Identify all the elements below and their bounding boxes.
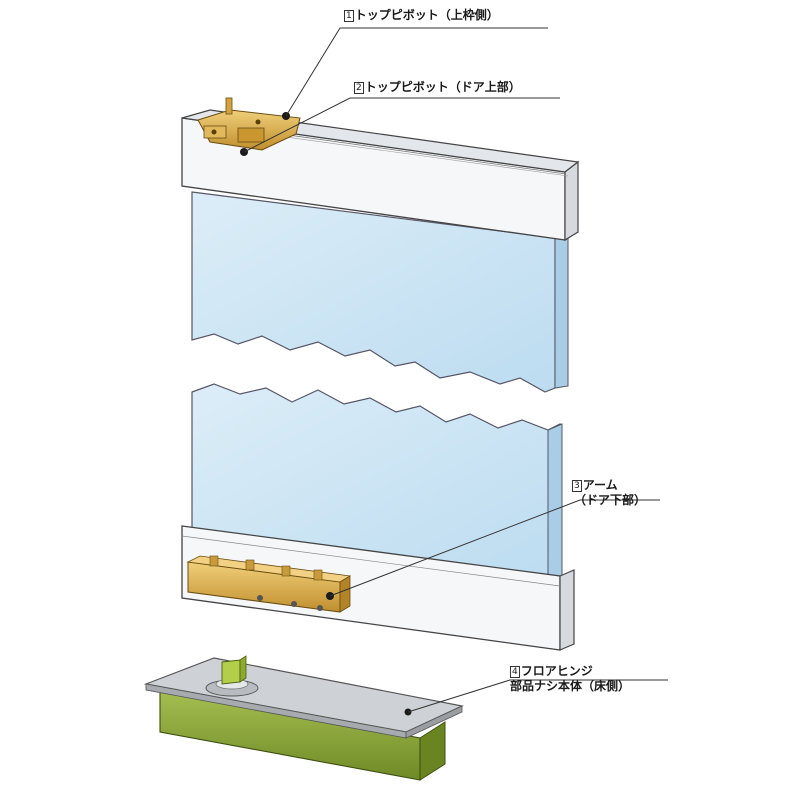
lower-glass-panel (191, 383, 561, 581)
callout-subtext: 部品ナシ本体（床側） (510, 679, 631, 693)
upper-glass-panel (191, 191, 556, 393)
upper-door-section (181, 109, 580, 393)
lower-door-section (181, 383, 575, 651)
callout-number: 1 (344, 10, 354, 22)
arm-assembly (186, 555, 352, 613)
callout-number: 3 (572, 480, 582, 492)
leader-line-4 (407, 679, 668, 713)
callout-number: 2 (354, 82, 364, 94)
callout-text: アーム (582, 478, 618, 492)
leader-line-3 (329, 499, 660, 597)
callout-text: トップピボット（ドア上部） (364, 80, 521, 94)
callout-text: フロアヒンジ (520, 664, 593, 678)
callout-number: 4 (510, 666, 520, 678)
leader-line-1 (285, 27, 548, 117)
callout-subtext: （ドア下部） (574, 493, 647, 507)
callout-text: トップピボット（上枠側） (354, 8, 499, 22)
floor-hinge (143, 655, 464, 781)
leader-lines (243, 27, 668, 713)
leader-line-2 (243, 97, 560, 153)
